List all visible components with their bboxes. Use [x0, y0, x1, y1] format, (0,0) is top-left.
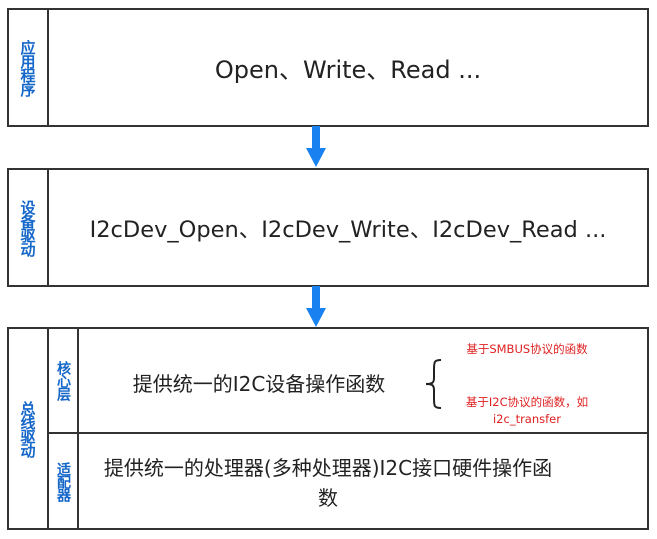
- bus-layer-label: 总线驱动: [18, 400, 37, 457]
- bus-layer-divider: [47, 327, 49, 530]
- i2c-note: 基于I2C协议的函数，如 i2c_transfer: [465, 395, 589, 426]
- core-layer-text: 提供统一的I2C设备操作函数: [132, 371, 386, 396]
- adapter-layer-text: 提供统一的处理器(多种处理器)I2C接口硬件操作函数: [103, 456, 553, 510]
- bus-sublayer-divider: [77, 327, 79, 530]
- device-layer-text: I2cDev_Open、I2cDev_Write、I2cDev_Read ...: [89, 216, 607, 243]
- app-layer-label: 应用程序: [18, 39, 37, 96]
- device-layer-label: 设备驱动: [18, 199, 37, 256]
- smbus-note: 基于SMBUS协议的函数: [466, 342, 588, 356]
- down-arrow-icon: [306, 126, 326, 167]
- bus-layer-box: [7, 327, 649, 530]
- app-layer-box: [7, 8, 649, 127]
- app-layer-text: Open、Write、Read ...: [214, 56, 482, 84]
- device-layer-divider: [47, 168, 49, 287]
- down-arrow-icon: [306, 286, 326, 327]
- curly-brace-icon: [425, 359, 442, 409]
- core-adapter-divider: [49, 432, 649, 434]
- app-layer-divider: [47, 8, 49, 127]
- device-layer-box: [7, 168, 649, 287]
- core-layer-label: 核心层: [55, 361, 71, 400]
- adapter-layer-label: 适配器: [55, 461, 71, 501]
